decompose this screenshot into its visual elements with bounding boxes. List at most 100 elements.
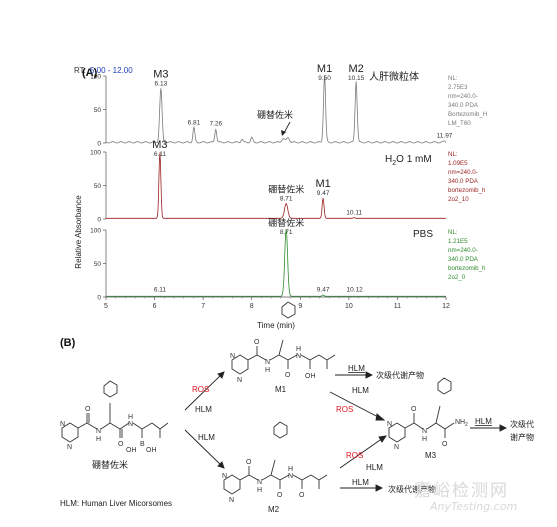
- atom-o: O: [254, 339, 260, 346]
- peak-name-label: 硼替佐米: [268, 217, 304, 229]
- atom-o: O: [285, 372, 291, 379]
- atom-o: O: [277, 492, 283, 499]
- y-axis-label: Relative Absorbance: [74, 195, 83, 269]
- annotation-arrowhead: [281, 130, 286, 136]
- trace-info-line: 1.21E5: [448, 238, 468, 245]
- y-tick-label: 50: [94, 183, 102, 190]
- atom-o: O: [442, 441, 448, 448]
- atom-o: O: [118, 441, 124, 448]
- trace-line-h2o2: [106, 152, 446, 219]
- atom-n: N: [394, 444, 399, 451]
- atom-n: N: [230, 353, 235, 360]
- hlm-m1-secondary: HLM: [348, 364, 365, 373]
- hlm-m2-secondary: HLM: [352, 478, 369, 487]
- trace-info-line: NL:: [448, 229, 458, 236]
- peak-retention-label: 6.81: [188, 119, 201, 126]
- x-tick-label: 5: [104, 303, 108, 310]
- trace-info-line: nm=240.0-: [448, 169, 478, 176]
- trace-info-line: 2o2_0: [448, 274, 466, 281]
- y-tick-label: 0: [97, 141, 101, 148]
- peak-retention-label: 6.11: [154, 151, 167, 158]
- trace-title-part: 1 mM: [404, 154, 432, 165]
- panel-a-label: (A): [82, 67, 98, 79]
- atom-o: O: [246, 459, 252, 466]
- parent-name: 硼替佐米: [92, 459, 128, 471]
- annotation-arrow: [283, 121, 291, 134]
- atom-oh: OH: [146, 447, 157, 454]
- trace-info-line: 1.09E5: [448, 160, 468, 167]
- atom-n: N: [67, 444, 72, 451]
- x-tick-label: 6: [153, 303, 157, 310]
- atom-n: N: [387, 421, 392, 428]
- m3-structure: [388, 377, 455, 443]
- hlm-parent-annotation: 硼替佐米: [257, 109, 293, 121]
- trace-title-part: H: [385, 154, 392, 165]
- m3-label: M3: [425, 451, 437, 460]
- m1-atoms: O N H O N H OH N N: [230, 339, 316, 384]
- atom-n: N: [60, 421, 65, 428]
- trace-info-line: Bortezomib_H: [448, 111, 487, 118]
- y-tick-label: 100: [90, 150, 101, 157]
- trace-info-line: LM_T60: [448, 120, 471, 127]
- trace-info-line: 340.0 PDA: [448, 256, 479, 263]
- y-tick-label: 100: [90, 228, 101, 235]
- peak-retention-label: 9.47: [317, 287, 330, 294]
- atom-o: O: [85, 406, 91, 413]
- atom-n: N: [288, 473, 293, 480]
- peak-name-label: M2: [349, 63, 364, 75]
- m1-secondary-metabolite: 次级代谢产物: [376, 370, 424, 380]
- peak-retention-label: 10.12: [347, 287, 364, 294]
- peak-retention-label: 10.11: [346, 209, 362, 216]
- trace-title-part: O: [396, 154, 404, 165]
- trace-info-line: bortezomib_h: [448, 265, 486, 272]
- atom-nh2: NH: [455, 419, 465, 426]
- atom-n: N: [222, 473, 227, 480]
- peak-retention-label: 6.11: [154, 287, 167, 294]
- x-tick-label: 10: [345, 303, 353, 310]
- atom-h: H: [296, 346, 301, 353]
- ros-label-upper: ROS: [192, 385, 209, 394]
- peak-name-label: M1: [315, 178, 330, 190]
- rt-prefix: RT:: [74, 66, 86, 75]
- trace-title-pbs: PBS: [413, 229, 433, 240]
- x-tick-label: 8: [250, 303, 254, 310]
- atom-nh2-subscript: 2: [465, 422, 468, 428]
- trace-info-line: NL:: [448, 151, 458, 158]
- rt-range: 5.00 - 12.00: [90, 66, 133, 75]
- atom-b: B: [140, 441, 145, 448]
- peak-retention-label: 9.50: [318, 75, 331, 82]
- parent-atoms: O N H O N H B OH OH N N: [60, 406, 157, 454]
- atom-h: H: [422, 436, 427, 443]
- atom-h: H: [128, 414, 133, 421]
- m2-label: M2: [268, 505, 280, 514]
- parent-structure: [61, 380, 169, 443]
- m2-secondary-metabolite: 次级代谢产物: [388, 484, 436, 494]
- trace-info-line: NL:: [448, 75, 458, 82]
- trace-title-part: 2: [392, 160, 396, 167]
- peak-retention-label: 11.97: [437, 133, 453, 140]
- atom-oh: OH: [305, 373, 316, 380]
- x-tick-label: 12: [442, 303, 450, 310]
- trace-info-line: bortezomib_h: [448, 187, 486, 194]
- hlm-label-upper: HLM: [195, 405, 212, 414]
- atom-o: O: [411, 406, 417, 413]
- hlm-m1-to-m3: HLM: [352, 386, 369, 395]
- peak-retention-label: 10.15: [348, 75, 365, 82]
- m3-secondary-line1: 次级代: [510, 419, 534, 429]
- m2-structure: [223, 421, 328, 495]
- trace-info-line: nm=240.0-: [448, 247, 478, 254]
- atom-o: O: [299, 492, 305, 499]
- hlm-label-lower: HLM: [198, 433, 215, 442]
- atom-n: N: [296, 353, 301, 360]
- ros-m2-to-m3: ROS: [346, 451, 363, 460]
- ros-m1-to-m3: ROS: [336, 405, 353, 414]
- m2-atoms: O N H O N H O N N: [222, 459, 305, 504]
- watermark-url: AnyTesting.com: [430, 500, 518, 513]
- atom-h: H: [288, 466, 293, 473]
- atom-n: N: [422, 428, 427, 435]
- trace-title-hlm: 人肝微粒体: [369, 70, 419, 83]
- atom-oh: OH: [126, 447, 137, 454]
- m1-label: M1: [275, 385, 287, 394]
- peak-retention-label: 7.26: [209, 121, 222, 128]
